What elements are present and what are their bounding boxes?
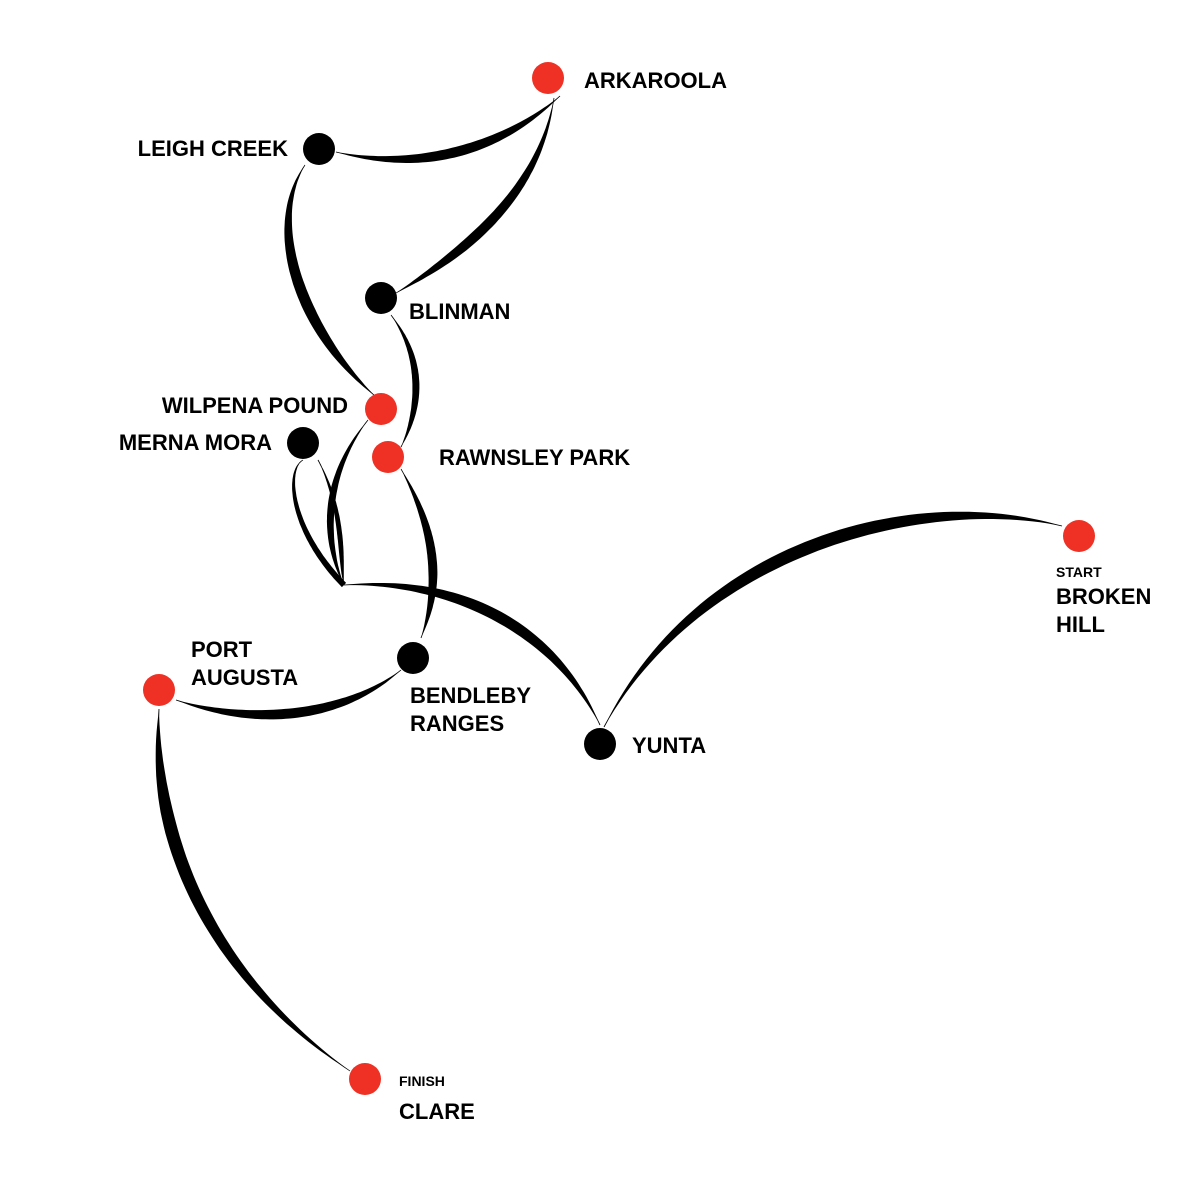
route-leg-rawnsley-park-to-bendleby-ranges <box>400 468 438 639</box>
stop-marker-wilpena-pound[interactable] <box>365 393 397 425</box>
stop-marker-arkaroola[interactable] <box>532 62 564 94</box>
route-leg-broken-hill-to-yunta <box>603 511 1063 728</box>
stop-label-rawnsley-park: RAWNSLEY PARK <box>439 445 630 470</box>
route-connector-1 <box>317 459 345 586</box>
stop-marker-broken-hill[interactable] <box>1063 520 1095 552</box>
stop-label-port-augusta-line-2: AUGUSTA <box>191 665 298 690</box>
route-leg-port-augusta-to-clare <box>155 709 351 1072</box>
stop-marker-port-augusta[interactable] <box>143 674 175 706</box>
stop-marker-clare[interactable] <box>349 1063 381 1095</box>
route-leg-wilpena-pound-to-leigh-creek <box>284 164 376 397</box>
stop-marker-rawnsley-park[interactable] <box>372 441 404 473</box>
route-leg-merna-mora-to-wilpena-pound <box>292 459 347 588</box>
stop-marker-leigh-creek[interactable] <box>303 133 335 165</box>
stop-label-bendleby-ranges-line-1: BENDLEBY <box>410 683 531 708</box>
stop-labels: ARKAROOLA LEIGH CREEK BLINMAN WILPENA PO… <box>119 68 1152 1124</box>
stop-label-arkaroola: ARKAROOLA <box>584 68 727 93</box>
stop-label-clare: CLARE <box>399 1099 475 1124</box>
route-stops <box>143 62 1095 1095</box>
stop-marker-yunta[interactable] <box>584 728 616 760</box>
stop-tag-start: START <box>1056 564 1102 580</box>
stop-label-broken-hill-line-1: BROKEN <box>1056 584 1151 609</box>
stop-marker-blinman[interactable] <box>365 282 397 314</box>
stop-label-merna-mora: MERNA MORA <box>119 430 272 455</box>
route-leg-bendleby-ranges-to-port-augusta <box>175 669 402 720</box>
route-legs <box>155 95 1063 1072</box>
stop-label-port-augusta-line-1: PORT <box>191 637 253 662</box>
stop-label-blinman: BLINMAN <box>409 299 510 324</box>
route-leg-arkaroola-to-blinman <box>395 97 555 294</box>
stop-label-wilpena-pound: WILPENA POUND <box>162 393 348 418</box>
route-leg-blinman-to-rawnsley-park <box>390 314 420 448</box>
stop-marker-bendleby-ranges[interactable] <box>397 642 429 674</box>
route-leg-yunta-to-merna-mora <box>344 583 601 726</box>
route-connector-2 <box>326 419 369 586</box>
stop-tag-finish: FINISH <box>399 1073 445 1089</box>
stop-label-leigh-creek: LEIGH CREEK <box>138 136 288 161</box>
stop-label-broken-hill-line-2: HILL <box>1056 612 1105 637</box>
stop-marker-merna-mora[interactable] <box>287 427 319 459</box>
route-leg-leigh-creek-to-arkaroola <box>335 95 561 163</box>
stop-label-yunta: YUNTA <box>632 733 706 758</box>
stop-label-bendleby-ranges-line-2: RANGES <box>410 711 504 736</box>
